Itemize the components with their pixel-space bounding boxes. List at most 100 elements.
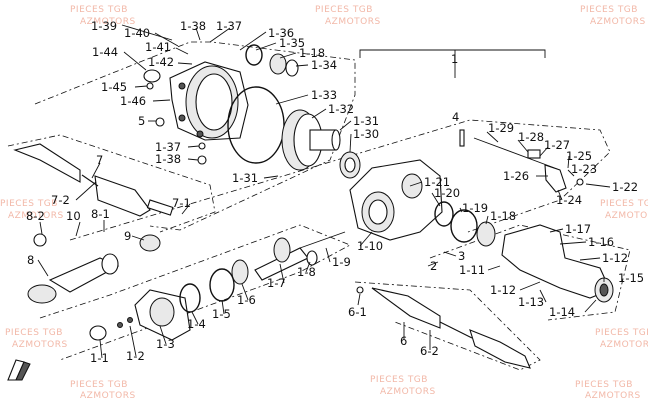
callout-label: 1-34	[311, 58, 337, 72]
drive-shaft-8	[27, 233, 161, 304]
callout-label: 7-1	[172, 196, 191, 210]
callout-label: 1-23	[571, 162, 597, 176]
callout-labels: 1-39 1-40 1-38 1-37 1-36 1-41 1-35 1-44 …	[26, 19, 644, 365]
seal-1-44	[143, 69, 161, 83]
callout-label: 1-19	[462, 201, 488, 215]
bolt-4	[459, 129, 465, 147]
callout-label: 1-42	[148, 55, 174, 69]
watermark-text: AZMOTORS	[600, 340, 648, 350]
axle-6	[356, 286, 531, 369]
callout-label: 3	[458, 249, 465, 263]
watermark-text: AZMOTORS	[12, 340, 68, 350]
shift-fork	[473, 137, 584, 193]
watermark-text: PIECES TGB	[70, 5, 128, 15]
callout-label: 2	[430, 259, 437, 273]
pinion-shaft	[254, 231, 346, 281]
callout-label: 1-15	[618, 271, 644, 285]
callout-label: 1-4	[187, 317, 206, 331]
callout-label: 1-32	[328, 102, 354, 116]
callout-label: 1-7	[267, 276, 286, 290]
callout-label: 1-37	[216, 19, 242, 33]
callout-label: 1-3	[156, 337, 175, 351]
callout-label: 1-20	[434, 186, 460, 200]
callout-label: 1-25	[566, 149, 592, 163]
watermark-text: AZMOTORS	[8, 211, 64, 221]
callout-label: 1-1	[90, 351, 109, 365]
callout-label: 1-40	[124, 26, 150, 40]
parts	[13, 44, 614, 369]
logo-icon	[7, 359, 31, 381]
callout-label: 1-37	[155, 140, 181, 154]
o-ring-1-20	[434, 201, 454, 227]
washer-1-45	[146, 82, 154, 90]
callout-label: 1-33	[311, 88, 337, 102]
callout-label: 6	[400, 334, 407, 348]
outline-upper-housing	[34, 41, 356, 231]
axle-7	[13, 143, 174, 217]
callout-label: 4	[452, 110, 459, 124]
callout-label: 1-11	[459, 263, 485, 277]
callout-label: 1-38	[155, 152, 181, 166]
callout-label: 1-46	[120, 94, 146, 108]
watermark-text: AZMOTORS	[80, 17, 136, 27]
callout-label: 1-18	[490, 209, 516, 223]
washer-1-38	[197, 155, 207, 165]
watermark-text: PIECES TGB	[315, 5, 373, 15]
callout-label: 1-31	[353, 114, 379, 128]
callout-label: 10	[66, 209, 81, 223]
seal-1-34	[285, 59, 299, 77]
callout-label: 1-9	[332, 255, 351, 269]
callout-label: 9	[124, 229, 131, 243]
callout-label: 1-17	[565, 222, 591, 236]
bearing-1-6	[231, 259, 249, 285]
bearing-1-18b	[476, 221, 496, 247]
callout-label: 1-2	[126, 349, 145, 363]
callout-label: 6-1	[348, 305, 367, 319]
callout-label: 1-26	[503, 169, 529, 183]
o-ring-1-4	[179, 283, 201, 313]
callout-label: 1-18	[299, 46, 325, 60]
watermark-text: PIECES TGB	[5, 328, 63, 338]
callout-label: 1-28	[518, 130, 544, 144]
callout-label: 1-44	[92, 45, 118, 59]
callout-label: 1-6	[237, 293, 256, 307]
watermark-text: PIECES TGB	[0, 199, 58, 209]
callout-label: 1-8	[297, 265, 316, 279]
callout-label: 1-31	[232, 171, 258, 185]
callout-label: 1-29	[488, 121, 514, 135]
watermark-text: AZMOTORS	[325, 17, 381, 27]
bearing-1-18	[269, 53, 287, 75]
group-outlines	[7, 41, 631, 371]
callout-label: 8	[27, 253, 34, 267]
outline-gear-train	[69, 119, 611, 241]
callout-label: 1-38	[180, 19, 206, 33]
callout-label: 1-10	[357, 239, 383, 253]
callout-label: 1-22	[612, 180, 638, 194]
callout-label: 1-12	[602, 251, 628, 265]
callout-label: 1	[451, 52, 458, 66]
needle-bearing	[339, 151, 361, 179]
callout-label: 7	[96, 153, 103, 167]
washer-5	[155, 117, 165, 127]
callout-label: 1-21	[424, 175, 450, 189]
watermark-text: PIECES TGB	[580, 5, 638, 15]
callout-label: 8-1	[91, 207, 110, 221]
ring-gear	[281, 109, 341, 171]
callout-label: 6-2	[420, 344, 439, 358]
callout-label: 1-41	[145, 40, 171, 54]
callout-label: 1-39	[91, 19, 117, 33]
leader-lines	[37, 24, 611, 359]
watermark-text: AZMOTORS	[585, 391, 641, 400]
bracket-1	[359, 49, 546, 58]
outline-right-hub	[429, 224, 631, 321]
watermark-text: AZMOTORS	[380, 387, 436, 397]
callout-label: 1-16	[588, 235, 614, 249]
callout-label: 1-24	[556, 193, 582, 207]
watermark-text: PIECES TGB	[600, 199, 648, 209]
o-ring-1-35	[245, 44, 263, 66]
callout-label: 1-12	[490, 283, 516, 297]
watermark-text: PIECES TGB	[575, 380, 633, 390]
callout-label: 8-2	[26, 209, 45, 223]
watermark-text: AZMOTORS	[590, 17, 646, 27]
callout-label: 5	[138, 114, 145, 128]
